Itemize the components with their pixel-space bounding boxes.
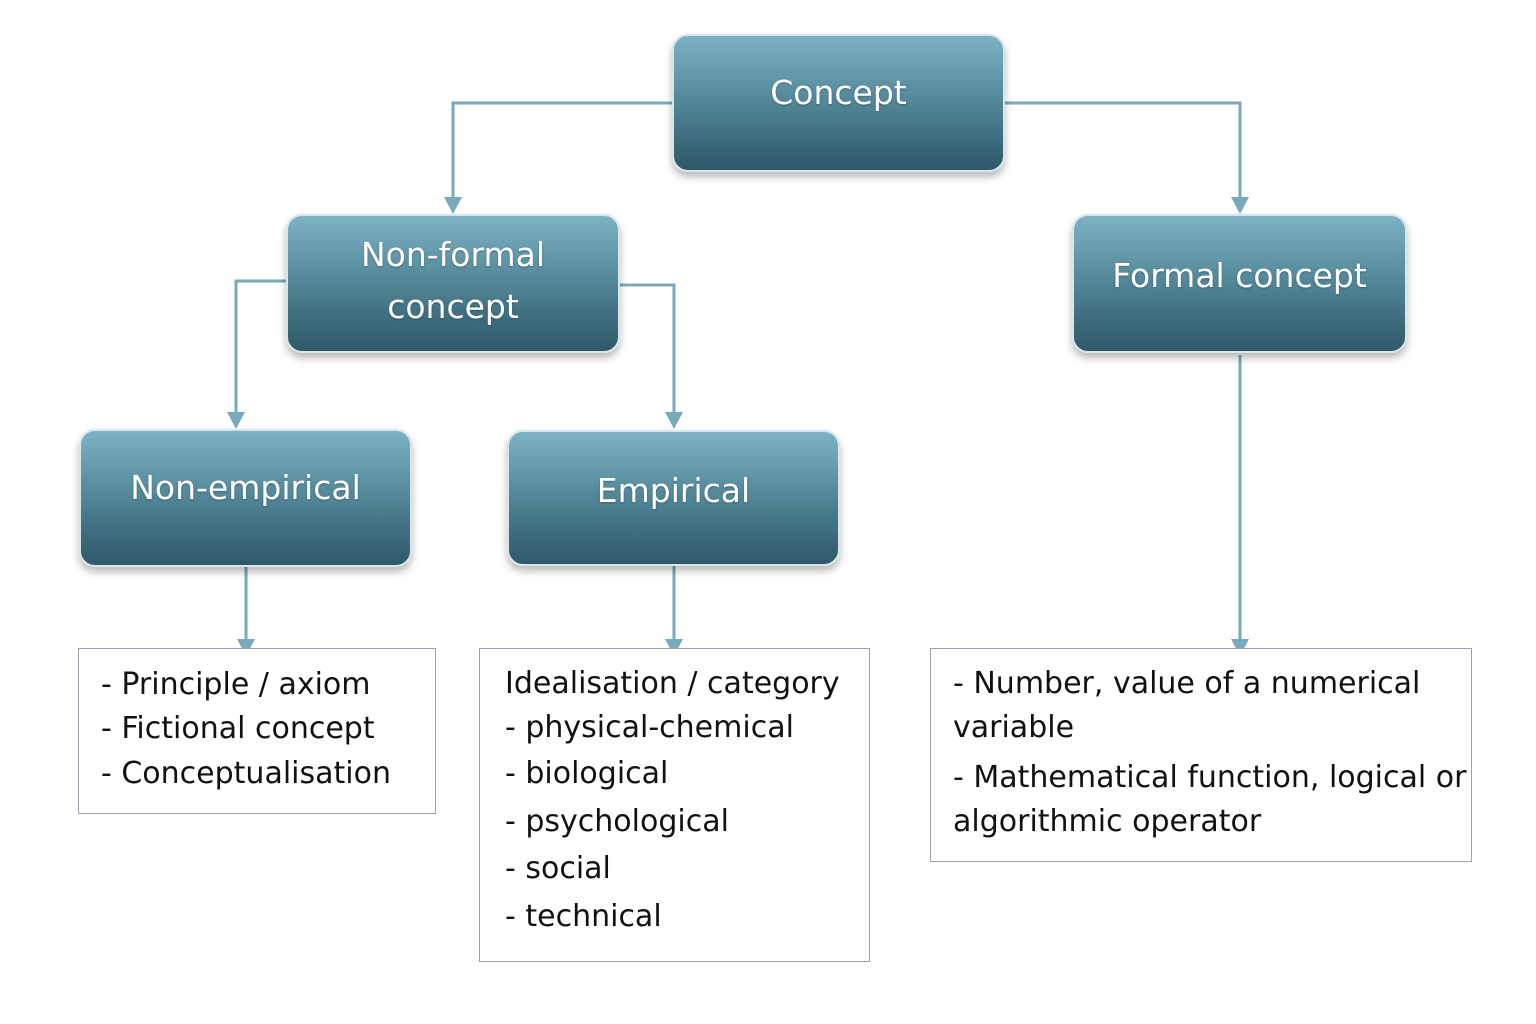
box-formal-line: - Mathematical function, logical or	[953, 760, 1467, 795]
connector-concept-formal	[1005, 101, 1242, 200]
node-formal-concept: Formal concept	[1072, 214, 1407, 353]
box-empirical-line: - biological	[505, 756, 669, 791]
node-empirical-label: Empirical	[596, 471, 751, 511]
connector-concept-nonformal	[451, 101, 672, 200]
arrowhead-empirical-box	[665, 639, 683, 656]
box-empirical-line: - social	[505, 851, 611, 886]
box-empirical-line: - psychological	[505, 804, 729, 839]
node-concept-label: Concept	[770, 73, 907, 113]
box-formal-examples: - Number, value of a numerical variable …	[930, 648, 1472, 862]
node-non-empirical-label: Non-empirical	[130, 468, 361, 508]
node-non-empirical: Non-empirical	[79, 429, 412, 567]
node-formal-label: Formal concept	[1112, 255, 1367, 295]
box-formal-line: algorithmic operator	[953, 804, 1262, 839]
box-non-empirical-line: - Principle / axiom	[101, 667, 371, 702]
box-empirical-line: - physical-chemical	[505, 710, 794, 745]
node-empirical: Empirical	[507, 430, 840, 566]
box-formal-line: variable	[953, 710, 1075, 745]
box-non-empirical-examples: - Principle / axiom - Fictional concept …	[78, 648, 436, 814]
arrowhead-formal	[1231, 197, 1249, 214]
node-non-formal-label-line2: concept	[387, 286, 519, 326]
arrowhead-nonempirical	[227, 412, 245, 429]
arrowhead-empirical	[665, 412, 683, 429]
arrowhead-nonformal	[444, 197, 462, 214]
node-non-formal-label-line1: Non-formal	[360, 235, 546, 275]
node-concept: Concept	[672, 34, 1005, 172]
box-formal-line: - Number, value of a numerical	[953, 666, 1421, 701]
box-empirical-line: Idealisation / category	[505, 666, 840, 701]
box-non-empirical-line: - Conceptualisation	[101, 756, 391, 791]
arrowhead-formal-box	[1231, 639, 1249, 656]
node-non-formal-concept: Non-formal concept	[286, 214, 620, 353]
arrowhead-nonempirical-box	[237, 639, 255, 656]
box-non-empirical-line: - Fictional concept	[101, 711, 375, 746]
box-empirical-examples: Idealisation / category - physical-chemi…	[479, 648, 870, 962]
connector-nonformal-nonempirical	[234, 279, 290, 415]
connector-nonformal-empirical	[620, 283, 676, 415]
box-empirical-line: - technical	[505, 899, 662, 934]
